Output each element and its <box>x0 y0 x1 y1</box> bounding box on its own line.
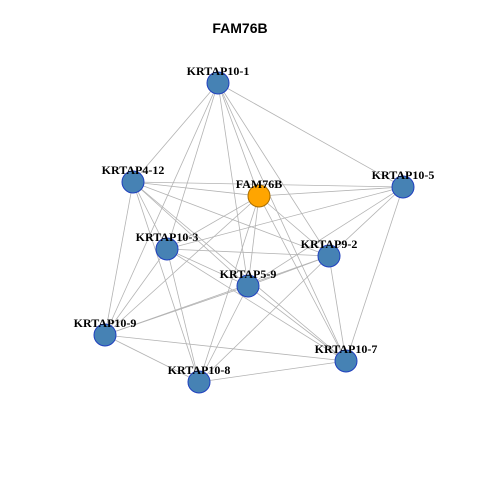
edge-KRTAP10-1-FAM76B <box>217 82 260 197</box>
edge-KRTAP10-9-KRTAP10-8 <box>104 334 200 383</box>
node-label: KRTAP10-7 <box>315 342 378 356</box>
edge-FAM76B-KRTAP10-3 <box>166 195 260 250</box>
node-circle <box>93 323 117 347</box>
node-circle <box>247 184 271 208</box>
edge-FAM76B-KRTAP10-7 <box>258 195 347 362</box>
node-label: KRTAP10-8 <box>168 363 231 377</box>
node-label: KRTAP9-2 <box>301 237 358 251</box>
chart-title: FAM76B <box>212 20 268 36</box>
edge-FAM76B-KRTAP10-5 <box>258 186 404 197</box>
node-circle <box>391 175 415 199</box>
node-KRTAP10-8: KRTAP10-8 <box>168 363 231 394</box>
edge-KRTAP10-3-KRTAP5-9 <box>166 248 249 287</box>
edge-KRTAP4-12-KRTAP5-9 <box>132 181 249 287</box>
node-circle <box>206 71 230 95</box>
edge-KRTAP5-9-KRTAP10-9 <box>104 285 249 336</box>
edge-KRTAP10-9-KRTAP10-7 <box>104 334 347 362</box>
node-label: KRTAP10-3 <box>136 230 199 244</box>
edge-KRTAP10-3-KRTAP10-7 <box>166 248 347 362</box>
node-FAM76B: FAM76B <box>236 177 282 208</box>
node-KRTAP10-7: KRTAP10-7 <box>315 342 378 373</box>
node-circle <box>334 349 358 373</box>
node-circle <box>155 237 179 261</box>
node-KRTAP10-1: KRTAP10-1 <box>187 64 250 95</box>
node-KRTAP4-12: KRTAP4-12 <box>102 163 165 194</box>
edge-KRTAP10-5-KRTAP10-3 <box>166 186 404 250</box>
edge-KRTAP4-12-KRTAP10-7 <box>132 181 347 362</box>
edge-KRTAP4-12-KRTAP10-3 <box>132 181 168 250</box>
edge-KRTAP9-2-KRTAP10-7 <box>328 255 347 362</box>
edge-KRTAP4-12-KRTAP10-9 <box>104 181 134 336</box>
node-label: KRTAP10-5 <box>372 168 435 182</box>
edge-KRTAP10-3-KRTAP10-9 <box>104 248 168 336</box>
edge-layer <box>104 82 404 383</box>
edge-KRTAP10-8-KRTAP10-7 <box>198 360 347 383</box>
node-KRTAP9-2: KRTAP9-2 <box>301 237 358 268</box>
edge-FAM76B-KRTAP10-9 <box>104 195 260 336</box>
node-label: FAM76B <box>236 177 282 191</box>
edge-KRTAP4-12-KRTAP10-5 <box>132 181 404 188</box>
node-KRTAP5-9: KRTAP5-9 <box>220 267 277 298</box>
edge-KRTAP4-12-KRTAP10-8 <box>132 181 200 383</box>
edge-KRTAP5-9-KRTAP10-7 <box>247 285 347 362</box>
edge-KRTAP10-3-KRTAP9-2 <box>166 248 330 257</box>
edge-KRTAP4-12-FAM76B <box>132 181 260 197</box>
edge-KRTAP10-3-KRTAP10-8 <box>166 248 200 383</box>
edge-KRTAP10-1-KRTAP10-5 <box>217 82 404 188</box>
node-circle <box>187 370 211 394</box>
edge-KRTAP5-9-KRTAP10-8 <box>198 285 249 383</box>
edge-KRTAP10-1-KRTAP10-7 <box>217 82 347 362</box>
edge-KRTAP4-12-KRTAP9-2 <box>132 181 330 257</box>
node-circle <box>317 244 341 268</box>
edge-KRTAP10-1-KRTAP4-12 <box>132 82 219 183</box>
node-circle <box>121 170 145 194</box>
edge-KRTAP9-2-KRTAP10-8 <box>198 255 330 383</box>
edge-KRTAP10-5-KRTAP5-9 <box>247 186 404 287</box>
node-label: KRTAP5-9 <box>220 267 277 281</box>
edge-FAM76B-KRTAP10-8 <box>198 195 260 383</box>
node-KRTAP10-5: KRTAP10-5 <box>372 168 435 199</box>
edge-KRTAP10-5-KRTAP10-7 <box>345 186 404 362</box>
node-label: KRTAP4-12 <box>102 163 165 177</box>
node-label: KRTAP10-1 <box>187 64 250 78</box>
edge-KRTAP10-1-KRTAP10-3 <box>166 82 219 250</box>
node-KRTAP10-9: KRTAP10-9 <box>74 316 137 347</box>
edge-KRTAP10-1-KRTAP9-2 <box>217 82 330 257</box>
node-circle <box>236 274 260 298</box>
node-KRTAP10-3: KRTAP10-3 <box>136 230 199 261</box>
edge-KRTAP10-5-KRTAP9-2 <box>328 186 404 257</box>
node-label: KRTAP10-9 <box>74 316 137 330</box>
edge-FAM76B-KRTAP9-2 <box>258 195 330 257</box>
edge-KRTAP10-1-KRTAP10-9 <box>104 82 219 336</box>
edge-FAM76B-KRTAP5-9 <box>247 195 260 287</box>
